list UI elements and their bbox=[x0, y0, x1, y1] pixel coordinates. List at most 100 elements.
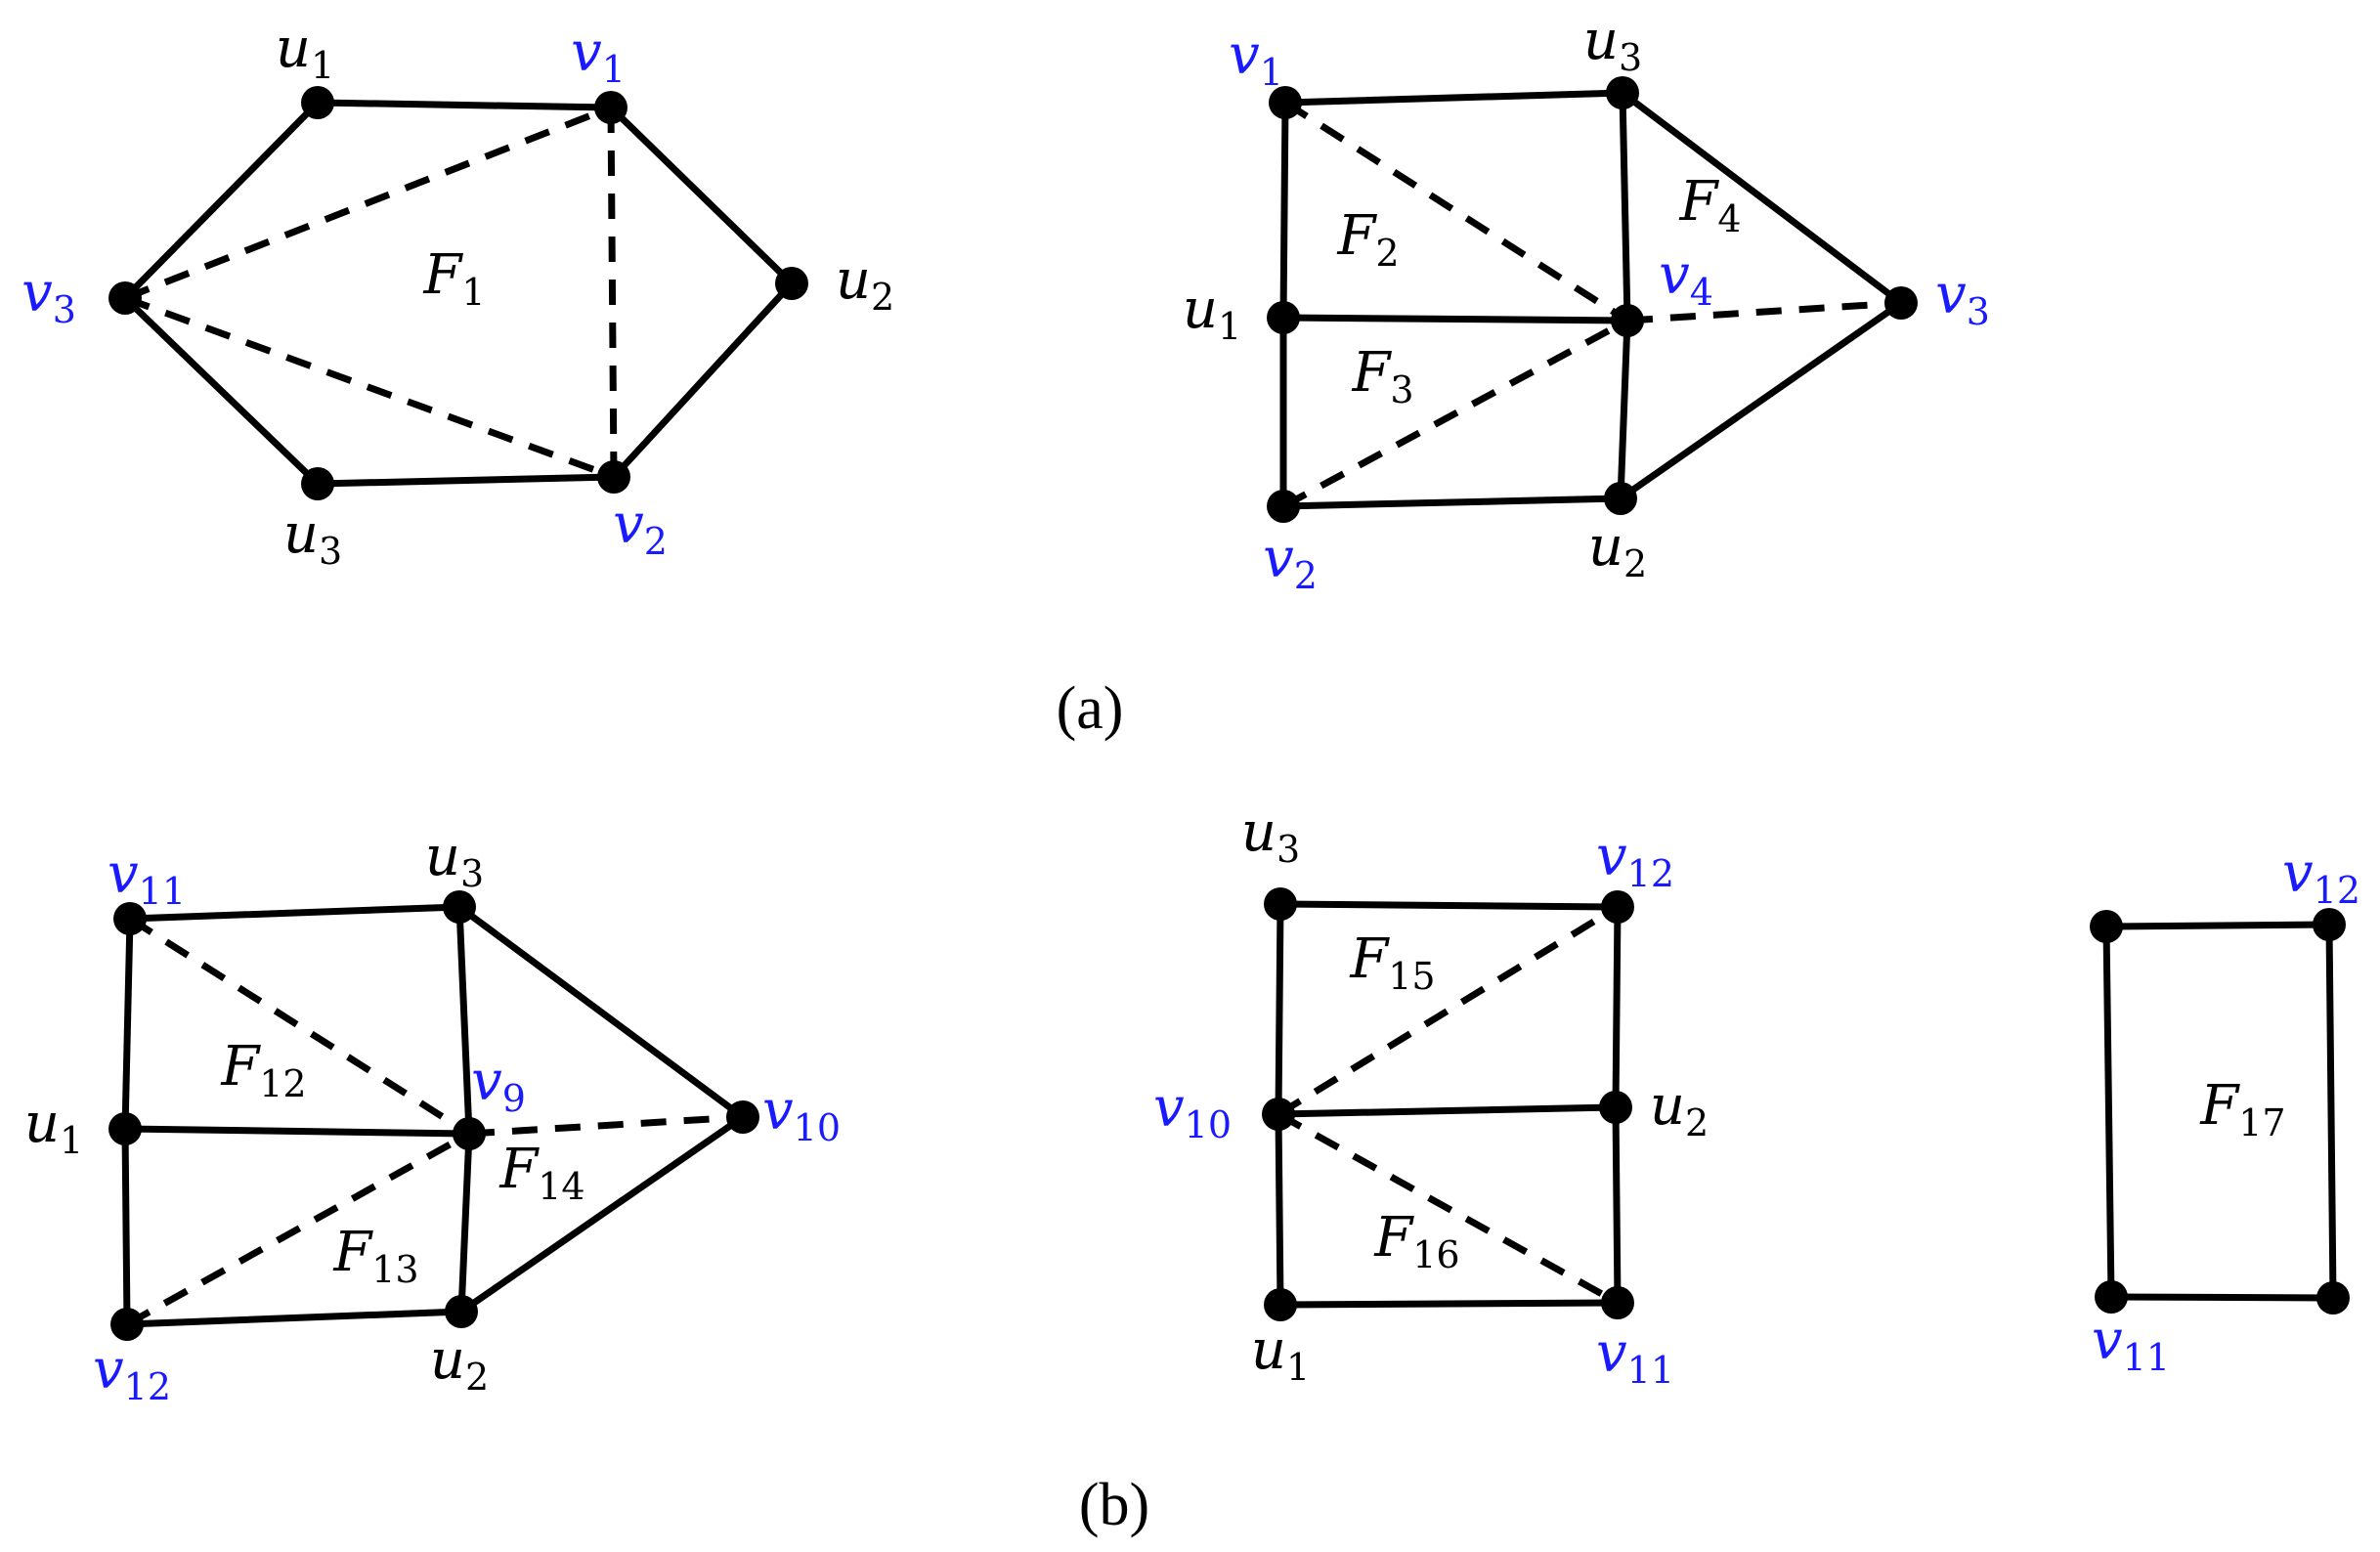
a-right-vertex-label-u1: u1 bbox=[1183, 278, 1241, 348]
vertices-layer bbox=[108, 76, 2350, 1341]
a-left-face-label-F1: F1 bbox=[422, 243, 485, 314]
b-middle-vertex-v12 bbox=[1601, 890, 1634, 924]
a-right-vertex-v4 bbox=[1611, 304, 1644, 337]
a-right-edge-u1-v1 bbox=[1279, 99, 1289, 322]
a-right-edge-v1-u3 bbox=[1281, 89, 1626, 107]
a-right-vertex-u3 bbox=[1606, 76, 1639, 109]
b-left-edge-v12-u1 bbox=[121, 1125, 131, 1328]
b-middle-vertex-label-v10: v10 bbox=[1153, 1076, 1232, 1146]
b-left-vertex-label-u3: u3 bbox=[425, 825, 484, 895]
a-right-vertex-label-v4: v4 bbox=[1659, 243, 1713, 314]
b-middle-edge-v11-u1 bbox=[1277, 1299, 1622, 1309]
a-right-edge-u2-v2 bbox=[1279, 495, 1624, 510]
b-left-edge-v9-v10-dashed bbox=[468, 1113, 744, 1138]
b-middle-vertex-label-v11: v11 bbox=[1596, 1321, 1674, 1392]
b-middle-edge-v10-v12-dashed bbox=[1277, 904, 1620, 1117]
b-left-vertex-v10 bbox=[726, 1100, 759, 1134]
a-right-edge-v4-v3-dashed bbox=[1626, 299, 1902, 324]
b-middle-vertex-v10 bbox=[1262, 1098, 1295, 1131]
a-left-edge-v3-v2-dashed bbox=[123, 294, 616, 481]
b-right-vertex-label-v12: v12 bbox=[2282, 841, 2360, 912]
a-right-face-label-F3: F3 bbox=[1351, 341, 1413, 411]
a-right-edge-v1-v4-dashed bbox=[1283, 100, 1629, 323]
b-middle-edge-v10-u2 bbox=[1275, 1103, 1620, 1118]
b-left-vertex-u2 bbox=[445, 1295, 478, 1328]
b-right-edge-tl-v12 bbox=[2102, 921, 2333, 930]
a-right-vertex-label-u2: u2 bbox=[1588, 515, 1647, 585]
a-left-edge-v1-v2-dashed bbox=[607, 107, 618, 478]
b-left-edge-v11-u3 bbox=[126, 903, 463, 923]
b-middle-edge-u1-v10 bbox=[1275, 1110, 1284, 1309]
a-right-vertex-u2 bbox=[1604, 482, 1637, 515]
a-left-vertex-u3 bbox=[301, 467, 334, 500]
b-middle-vertex-u3 bbox=[1264, 887, 1297, 921]
b-left-vertex-label-v11: v11 bbox=[108, 842, 186, 913]
a-right-vertex-label-v2: v2 bbox=[1263, 527, 1318, 597]
b-middle-edge-v10-v11-dashed bbox=[1277, 1110, 1620, 1307]
b-middle-face-label-F16: F16 bbox=[1373, 1206, 1459, 1276]
a-left-vertex-label-u1: u1 bbox=[276, 17, 334, 87]
b-middle-edge-u3-v12 bbox=[1277, 900, 1622, 911]
b-left-vertex-v9 bbox=[453, 1117, 486, 1150]
b-middle-face-label-F15: F15 bbox=[1349, 927, 1435, 998]
b-left-face-label-F13: F13 bbox=[332, 1221, 418, 1291]
a-right-edge-v4-u2 bbox=[1617, 317, 1631, 502]
a-left-vertex-v2 bbox=[597, 460, 630, 494]
b-left-face-label-F14: F14 bbox=[498, 1138, 584, 1208]
b-middle-vertex-u1 bbox=[1264, 1288, 1297, 1321]
b-left-edge-v12-v9-dashed bbox=[125, 1130, 471, 1328]
a-right-vertex-v3 bbox=[1884, 286, 1918, 320]
b-left-vertex-label-u1: u1 bbox=[24, 1092, 83, 1162]
a-left-vertex-label-u2: u2 bbox=[836, 248, 894, 319]
b-left-edge-u3-v10 bbox=[455, 903, 747, 1121]
b-left-edge-v11-v9-dashed bbox=[128, 916, 471, 1137]
a-right-edge-u3-v4 bbox=[1619, 89, 1631, 324]
a-right-edge-v2-v4-dashed bbox=[1281, 317, 1629, 510]
a-left-vertex-v1 bbox=[594, 91, 627, 124]
b-right-vertex-v12 bbox=[2313, 908, 2346, 941]
b-middle-edge-v10-u3 bbox=[1275, 900, 1284, 1118]
a-left-vertex-label-v3: v3 bbox=[22, 261, 76, 331]
a-right-vertex-v2 bbox=[1267, 490, 1300, 523]
edges-layer bbox=[121, 89, 2337, 1328]
b-middle-vertex-v11 bbox=[1601, 1286, 1634, 1319]
a-left-vertex-u2 bbox=[775, 267, 808, 300]
a-right-vertex-label-u3: u3 bbox=[1583, 9, 1642, 79]
a-right-face-label-F2: F2 bbox=[1336, 204, 1399, 275]
a-left-vertex-label-u3: u3 bbox=[283, 502, 342, 573]
a-right-edge-u1-v4 bbox=[1279, 314, 1631, 324]
a-left-vertex-label-v1: v1 bbox=[571, 21, 626, 91]
b-left-vertex-u1 bbox=[108, 1112, 142, 1145]
b-middle-vertex-u2 bbox=[1599, 1091, 1632, 1124]
b-right-edge-br-v11 bbox=[2107, 1293, 2337, 1302]
b-right-vertex-v11 bbox=[2095, 1280, 2128, 1314]
a-left-vertex-label-v2: v2 bbox=[613, 493, 668, 563]
a-right-vertex-label-v1: v1 bbox=[1229, 23, 1283, 94]
a-left-edge-v3-v1-dashed bbox=[123, 104, 613, 302]
b-left-face-label-F12: F12 bbox=[220, 1035, 306, 1105]
a-left-edge-u2-v2 bbox=[610, 280, 796, 481]
b-right-edge-v12-br bbox=[2325, 921, 2337, 1302]
b-middle-vertex-label-u1: u1 bbox=[1251, 1318, 1310, 1389]
b-left-edge-u1-v9 bbox=[121, 1125, 473, 1138]
a-right-edge-v3-u2 bbox=[1617, 299, 1905, 502]
b-right-face-label-F17: F17 bbox=[2199, 1074, 2285, 1144]
b-right-vertex-label-v11: v11 bbox=[2092, 1309, 2170, 1379]
a-right-vertex-label-v3: v3 bbox=[1935, 263, 1990, 333]
b-left-vertex-label-v10: v10 bbox=[762, 1079, 841, 1149]
a-left-edge-v2-u3 bbox=[314, 473, 618, 488]
b-left-edge-u3-v9 bbox=[455, 903, 473, 1138]
caption-b: (b) bbox=[1079, 1472, 1149, 1538]
b-middle-vertex-label-u2: u2 bbox=[1650, 1074, 1709, 1144]
b-left-edge-u1-v11 bbox=[121, 915, 134, 1133]
a-left-edge-u3-v3 bbox=[121, 294, 322, 488]
a-left-edge-v3-u1 bbox=[121, 99, 322, 302]
a-left-vertex-u1 bbox=[301, 86, 334, 119]
b-left-edge-v10-u2 bbox=[457, 1113, 747, 1315]
b-middle-vertex-label-u3: u3 bbox=[1241, 800, 1300, 871]
b-left-vertex-v12 bbox=[110, 1308, 144, 1341]
b-left-vertex-u3 bbox=[443, 890, 476, 924]
caption-a: (a) bbox=[1057, 675, 1124, 742]
